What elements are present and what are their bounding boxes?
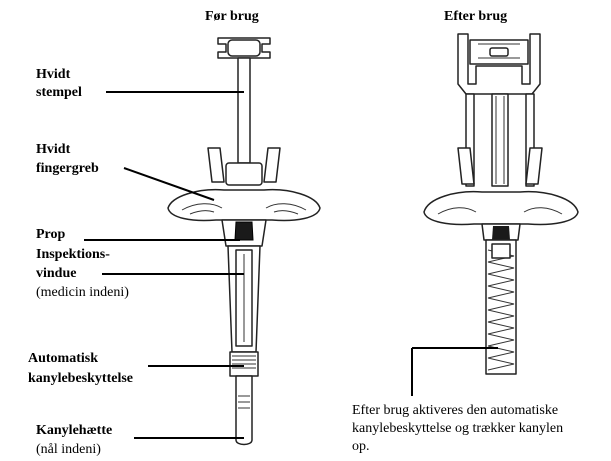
- spring: [487, 249, 515, 371]
- syringe-before: [167, 37, 321, 446]
- stopper: [234, 221, 254, 241]
- syringe-after: [423, 33, 579, 375]
- plunger-head: [217, 37, 271, 59]
- label-stopper: Prop: [36, 227, 66, 242]
- label-finger-grip: Hvidt fingergreb: [36, 142, 99, 176]
- label-guard: Automatisk kanylebeskyttelse: [28, 351, 133, 386]
- label-plunger: Hvidt stempel: [36, 67, 82, 100]
- label-cap: Kanylehætte (nål indeni): [36, 423, 116, 457]
- finger-grip: [167, 188, 321, 222]
- title-after: Efter brug: [444, 9, 507, 24]
- leader-finger-grip: [123, 167, 215, 201]
- plunger-rod: [237, 57, 251, 164]
- plunger-rod-after: [491, 93, 509, 187]
- title-before: Før brug: [205, 9, 259, 24]
- label-window: Inspektions- vindue (medicin indeni): [36, 247, 129, 300]
- caption-after: Efter brug aktiveres den automatiske kan…: [352, 403, 567, 454]
- finger-grip-after: [423, 190, 579, 226]
- needle-cap: [235, 375, 253, 446]
